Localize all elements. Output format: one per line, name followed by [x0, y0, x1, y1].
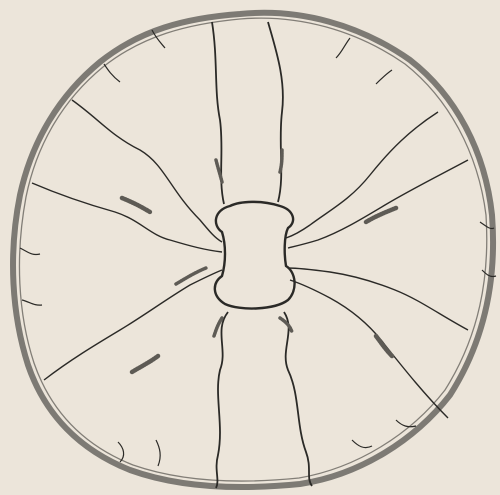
shaded-vessel	[280, 150, 282, 172]
central-cavity	[215, 202, 295, 309]
